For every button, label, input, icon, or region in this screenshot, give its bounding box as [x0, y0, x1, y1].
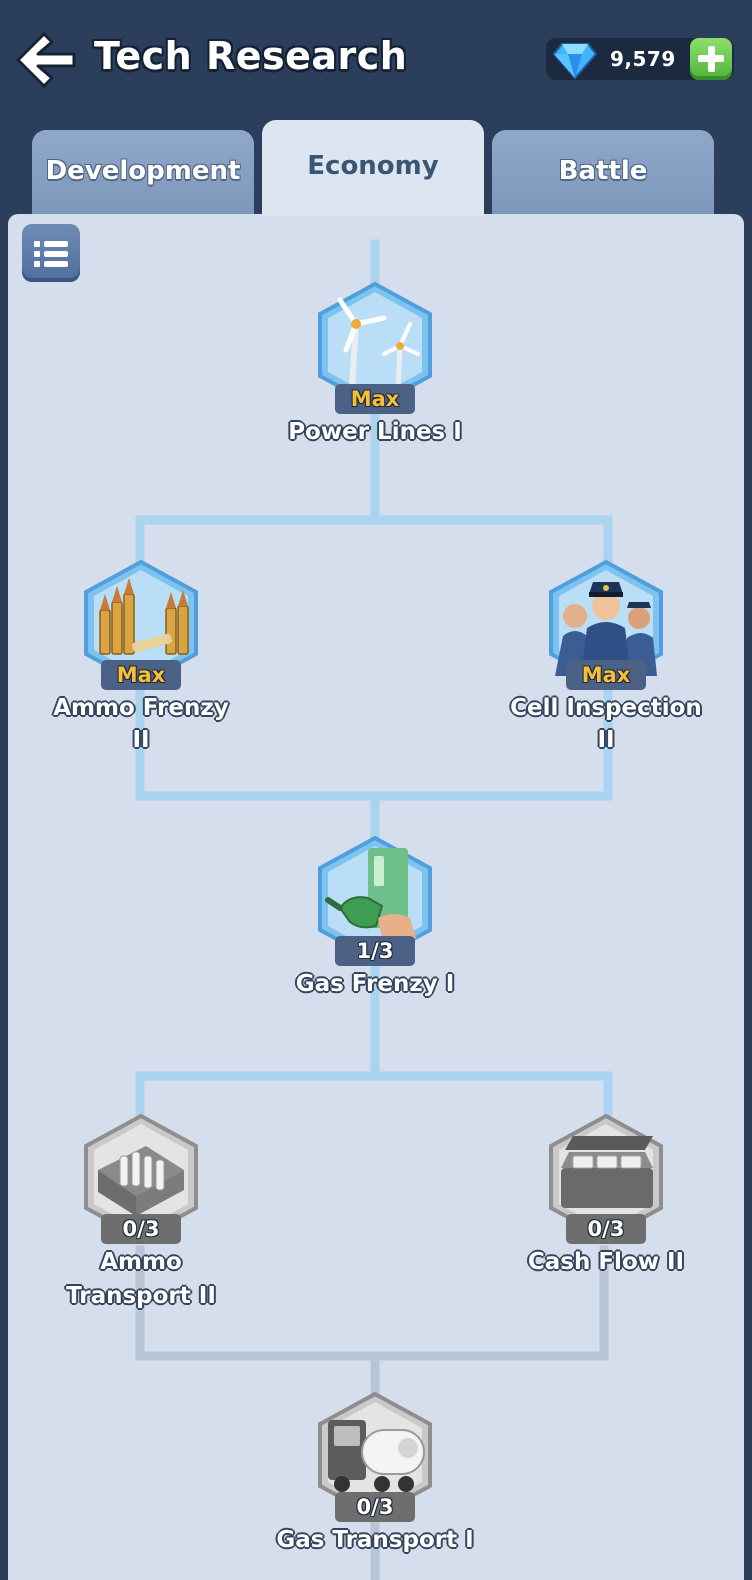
- label-gas-transport: Gas Transport I: [276, 1527, 474, 1553]
- wind-turbine-icon: [318, 281, 432, 409]
- label-cell-inspection-line2: II: [597, 727, 615, 753]
- add-gems-button[interactable]: [690, 38, 732, 80]
- tab-battle[interactable]: Battle: [492, 130, 714, 214]
- tech-node-power-lines[interactable]: [310, 280, 440, 410]
- tech-node-gas-transport[interactable]: [310, 1390, 440, 1520]
- tab-development[interactable]: Development: [32, 130, 254, 214]
- level-badge-ammo-frenzy: Max: [101, 660, 181, 690]
- tech-node-cash-flow[interactable]: [541, 1112, 671, 1242]
- label-power-lines: Power Lines I: [288, 419, 462, 445]
- level-badge-gas-transport: 0/3: [335, 1492, 415, 1522]
- page-title: Tech Research: [94, 34, 408, 78]
- fuel-nozzle-icon: [318, 835, 432, 963]
- label-ammo-transport-line1: Ammo: [100, 1249, 182, 1275]
- gem-count: 9,579: [610, 47, 676, 71]
- level-badge-ammo-transport: 0/3: [101, 1214, 181, 1244]
- level-badge-cash-flow: 0/3: [566, 1214, 646, 1244]
- label-gas-frenzy: Gas Frenzy I: [295, 971, 455, 997]
- label-cell-inspection-line1: Cell Inspection: [510, 695, 702, 721]
- label-ammo-frenzy-line1: Ammo Frenzy: [53, 695, 229, 721]
- label-ammo-transport-line2: Transport II: [66, 1283, 216, 1309]
- label-ammo-frenzy-line2: II: [132, 727, 150, 753]
- cash-briefcase-icon: [549, 1113, 663, 1241]
- label-cash-flow: Cash Flow II: [527, 1249, 685, 1275]
- tanker-truck-icon: [318, 1391, 432, 1519]
- level-badge-cell-inspection: Max: [566, 660, 646, 690]
- list-icon: [34, 241, 68, 267]
- gem-icon: [552, 43, 598, 80]
- bullets-icon: [84, 559, 198, 687]
- tech-node-ammo-frenzy[interactable]: [76, 558, 206, 688]
- level-badge-gas-frenzy: 1/3: [335, 936, 415, 966]
- gem-counter: 9,579: [546, 38, 734, 80]
- tech-node-gas-frenzy[interactable]: [310, 834, 440, 964]
- level-badge-power-lines: Max: [335, 384, 415, 414]
- back-arrow-icon[interactable]: [14, 28, 78, 92]
- list-view-button[interactable]: [22, 224, 80, 282]
- tab-economy[interactable]: Economy: [262, 120, 484, 216]
- header-bar: Tech Research 9,579: [0, 0, 752, 120]
